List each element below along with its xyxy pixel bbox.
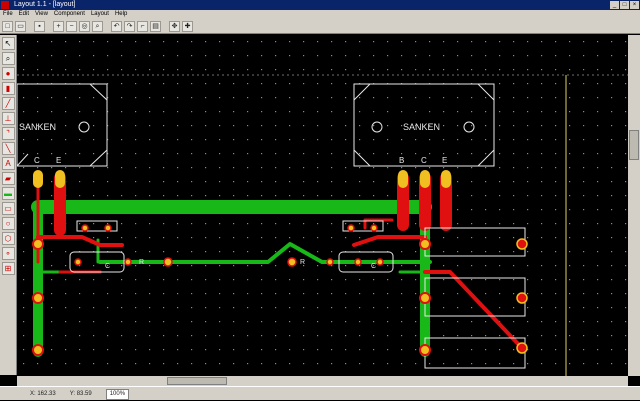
close-button[interactable]: × xyxy=(630,1,639,9)
rectangle-tool-icon[interactable]: ▭ xyxy=(1,202,15,215)
polygon-tool-icon[interactable]: ⬡ xyxy=(1,232,15,245)
app-icon xyxy=(1,1,9,9)
menu-file[interactable]: File xyxy=(3,11,13,17)
status-bar: X: 162.33 Y: 83.59 100% xyxy=(0,386,640,400)
title-bar: Layout 1.1 - [layout] _ □ × xyxy=(0,0,640,10)
coordinate-y: Y: 83.59 xyxy=(69,391,92,397)
smd-pad-icon[interactable]: ▮ xyxy=(1,82,15,95)
redo-icon[interactable]: ↷ xyxy=(124,20,135,32)
tool-palette: ↖ ⌕ ● ▮ ╱ ⊥ ⌝ ╲ A ▰ ▬ ▭ ○ ⬡ ⚬ ⊞ xyxy=(0,35,17,375)
menu-edit[interactable]: Edit xyxy=(18,11,30,17)
zoom-out-icon[interactable]: − xyxy=(66,20,77,32)
pad-tool-icon[interactable]: ● xyxy=(1,67,15,80)
select-arrow-icon[interactable]: ↖ xyxy=(1,37,15,50)
vertical-scrollbar[interactable] xyxy=(628,35,640,376)
menu-layout[interactable]: Layout xyxy=(90,11,109,17)
menu-view[interactable]: View xyxy=(35,11,48,17)
menu-component[interactable]: Component xyxy=(53,11,85,17)
zoom-fit-icon[interactable]: ◎ xyxy=(79,20,90,32)
resistor-label-1: R xyxy=(139,259,144,266)
vertical-scroll-thumb[interactable] xyxy=(629,130,639,160)
connection-tool-icon[interactable]: ⚬ xyxy=(1,247,15,260)
component-tool-icon[interactable]: ⊞ xyxy=(1,262,15,275)
zoom-tool-icon[interactable]: ⌕ xyxy=(1,52,15,65)
zoom-area-icon[interactable]: ⌕ xyxy=(92,20,103,32)
minimize-button[interactable]: _ xyxy=(610,1,619,9)
maximize-button[interactable]: □ xyxy=(620,1,629,9)
open-file-icon[interactable]: ▭ xyxy=(15,20,26,32)
horizontal-scrollbar[interactable] xyxy=(17,376,628,386)
bend-tool-icon[interactable]: ⌝ xyxy=(1,127,15,140)
pcb-canvas[interactable]: SANKEN SANKEN C E B C E R R C C xyxy=(16,35,628,376)
coordinate-x: X: 162.33 xyxy=(30,391,56,397)
green-layer-icon[interactable]: ▬ xyxy=(1,187,15,200)
pads xyxy=(32,170,528,356)
track-tool-icon[interactable]: ╱ xyxy=(1,97,15,110)
resistor-label-2: R xyxy=(300,259,305,266)
new-file-icon[interactable]: □ xyxy=(2,20,13,32)
component-labels: SANKEN SANKEN C E B C E R R C C xyxy=(19,122,447,270)
silkscreen-layer xyxy=(16,83,526,369)
pin-label-e-1: E xyxy=(56,156,61,165)
undo-icon[interactable]: ↶ xyxy=(111,20,122,32)
save-icon[interactable]: ▪ xyxy=(34,20,45,32)
main-toolbar: □ ▭ ▪ + − ◎ ⌕ ↶ ↷ ⌐ ▤ ✥ ✚ xyxy=(0,19,640,34)
text-tool-icon[interactable]: A xyxy=(1,157,15,170)
window-title: Layout 1.1 - [layout] xyxy=(13,1,76,8)
component-label-2: SANKEN xyxy=(403,122,440,132)
pin-label-b-2: B xyxy=(399,156,404,165)
line-tool-icon[interactable]: ⊥ xyxy=(1,112,15,125)
component-label-1: SANKEN xyxy=(19,122,56,132)
pin-label-c-1: C xyxy=(34,156,40,165)
menu-bar: File Edit View Component Layout Help xyxy=(0,10,640,19)
route-icon[interactable]: ⌐ xyxy=(137,20,148,32)
zoom-level[interactable]: 100% xyxy=(105,389,130,400)
board-outline xyxy=(17,74,628,376)
move-icon[interactable]: ✥ xyxy=(169,20,180,32)
pin-label-c-2: C xyxy=(421,156,427,165)
pin-label-e-2: E xyxy=(442,156,447,165)
menu-help[interactable]: Help xyxy=(114,11,128,17)
fill-tool-icon[interactable]: ▰ xyxy=(1,172,15,185)
capacitor-label-2: C xyxy=(371,263,376,270)
circle-tool-icon[interactable]: ○ xyxy=(1,217,15,230)
capacitor-label-1: C xyxy=(105,263,110,270)
center-icon[interactable]: ✚ xyxy=(182,20,193,32)
horizontal-scroll-thumb[interactable] xyxy=(167,377,227,385)
layer-icon[interactable]: ▤ xyxy=(150,20,161,32)
diagonal-tool-icon[interactable]: ╲ xyxy=(1,142,15,155)
zoom-in-icon[interactable]: + xyxy=(53,20,64,32)
